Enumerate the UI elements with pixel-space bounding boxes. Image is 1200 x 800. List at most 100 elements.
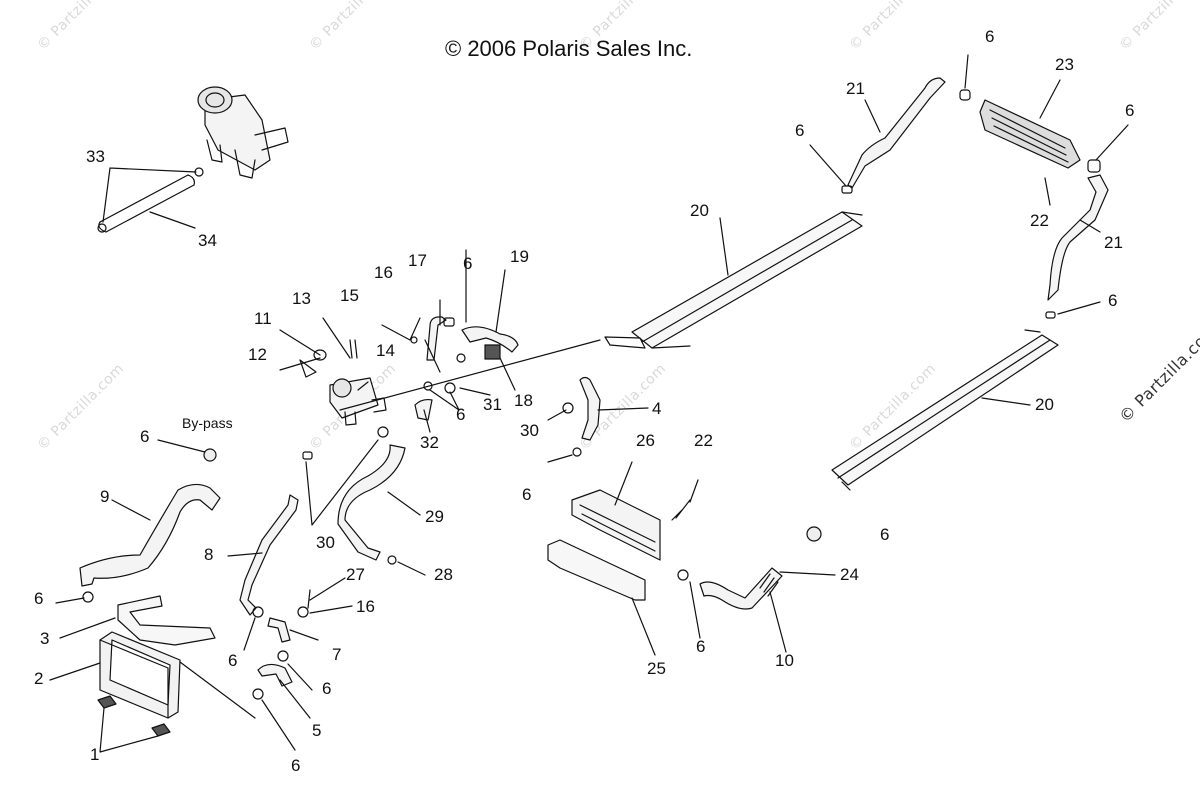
callout-5: 5 bbox=[312, 721, 322, 740]
part-6-clamp-bypass bbox=[203, 448, 217, 462]
callout-2: 2 bbox=[34, 669, 44, 688]
callout-22: 22 bbox=[1030, 211, 1049, 230]
callout-26: 26 bbox=[636, 431, 655, 450]
callout-8: 8 bbox=[204, 545, 214, 564]
part-6-clamp-h bbox=[572, 447, 582, 457]
part-reservoir-bottle bbox=[197, 86, 289, 179]
callout-13: 13 bbox=[292, 289, 311, 308]
part-6-clamp-c bbox=[423, 381, 433, 391]
part-20-tube-lower bbox=[831, 329, 1059, 491]
part-30-clamp-a bbox=[562, 402, 574, 414]
callout-4: 4 bbox=[652, 399, 662, 418]
callout-33: 33 bbox=[86, 147, 105, 166]
part-14-thermostat-housing bbox=[329, 377, 387, 426]
callout-3: 3 bbox=[40, 629, 50, 648]
part-19-hose bbox=[461, 326, 519, 353]
part-33-clamp bbox=[97, 223, 107, 233]
part-16-bolt bbox=[297, 606, 309, 618]
callout-30: 30 bbox=[316, 533, 335, 552]
part-17-hose bbox=[426, 316, 447, 361]
callout-6: 6 bbox=[228, 651, 238, 670]
callout-27: 27 bbox=[346, 565, 365, 584]
callout-11: 11 bbox=[254, 309, 272, 328]
callout-32: 32 bbox=[420, 433, 439, 452]
part-21-hose-lower bbox=[1047, 174, 1109, 301]
callout-24: 24 bbox=[840, 565, 859, 584]
callout-21: 21 bbox=[846, 79, 865, 98]
part-1-mount-b bbox=[151, 723, 171, 737]
callout-19: 19 bbox=[510, 247, 529, 266]
callout-28: 28 bbox=[434, 565, 453, 584]
part-6-clamp-e bbox=[959, 89, 971, 101]
callout-6: 6 bbox=[985, 27, 995, 46]
part-20-tube-upper bbox=[604, 211, 863, 349]
callout-6: 6 bbox=[522, 485, 532, 504]
callout-16: 16 bbox=[374, 263, 393, 282]
part-5-elbow bbox=[257, 663, 293, 687]
part-6-clamp-m bbox=[277, 650, 289, 662]
part-6-clamp-d bbox=[841, 185, 853, 194]
callout-12: 12 bbox=[248, 345, 267, 364]
callout-29: 29 bbox=[425, 507, 444, 526]
callout-30: 30 bbox=[520, 421, 539, 440]
part-6-clamp-f bbox=[1087, 159, 1101, 173]
part-7-fitting bbox=[267, 617, 291, 643]
part-15-bolt bbox=[410, 336, 418, 344]
callout-25: 25 bbox=[647, 659, 666, 678]
callout-9: 9 bbox=[100, 487, 110, 506]
callout-6: 6 bbox=[463, 254, 473, 273]
callout-17: 17 bbox=[408, 251, 427, 270]
part-30-clamp-b bbox=[377, 426, 389, 438]
part-2-cooler bbox=[99, 631, 181, 719]
part-22-pin-b bbox=[671, 499, 691, 521]
part-34-tube bbox=[98, 174, 195, 233]
part-29-hose bbox=[337, 444, 406, 561]
callout-6: 6 bbox=[291, 756, 301, 775]
part-6-clamp-g bbox=[1045, 311, 1056, 319]
part-28-clamp bbox=[387, 555, 397, 565]
part-9-bypass-hose bbox=[79, 483, 221, 587]
callout-6: 6 bbox=[880, 525, 890, 544]
part-4-hose bbox=[579, 376, 601, 441]
callout-6: 6 bbox=[696, 637, 706, 656]
part-21-hose-upper bbox=[847, 77, 946, 189]
part-8-hose bbox=[239, 494, 299, 616]
callout-31: 31 bbox=[483, 395, 502, 414]
part-11-cap bbox=[313, 349, 327, 361]
callout-6: 6 bbox=[34, 589, 44, 608]
callout-1: 1 bbox=[90, 745, 100, 764]
part-6-clamp-a bbox=[443, 317, 455, 327]
callout-6: 6 bbox=[140, 427, 150, 446]
part-6-clamp-j bbox=[806, 526, 822, 542]
callout-20: 20 bbox=[690, 201, 709, 220]
callout-34: 34 bbox=[198, 231, 217, 250]
part-24-hose bbox=[699, 567, 783, 610]
callout-20: 20 bbox=[1035, 395, 1054, 414]
part-23-heat-exchanger bbox=[979, 99, 1081, 169]
part-6-clamp-n bbox=[252, 688, 264, 700]
part-25-bracket bbox=[547, 539, 646, 601]
callout-6: 6 bbox=[322, 679, 332, 698]
part-22-pin-a bbox=[1044, 177, 1051, 206]
callout-6: 6 bbox=[456, 405, 466, 424]
callout-15: 15 bbox=[340, 286, 359, 305]
part-12-gasket bbox=[299, 359, 317, 378]
callout-6: 6 bbox=[795, 121, 805, 140]
callout-21: 21 bbox=[1104, 233, 1123, 252]
callout-22: 22 bbox=[694, 431, 713, 450]
callout-6: 6 bbox=[1108, 291, 1118, 310]
connector-line bbox=[339, 339, 601, 411]
part-6-clamp-i bbox=[677, 569, 689, 581]
part-13-pin bbox=[349, 339, 358, 359]
part-26-mounting-plate bbox=[571, 489, 661, 561]
leader-lines-cluster bbox=[279, 317, 421, 391]
part-6-clamp-b bbox=[456, 353, 466, 363]
leader-20b bbox=[981, 397, 1031, 406]
callout-14: 14 bbox=[376, 341, 395, 360]
copyright-notice: © 2006 Polaris Sales Inc. bbox=[445, 36, 693, 61]
leader-33 bbox=[102, 167, 197, 223]
part-6-clamp-o bbox=[82, 591, 94, 603]
callout-18: 18 bbox=[514, 391, 533, 410]
